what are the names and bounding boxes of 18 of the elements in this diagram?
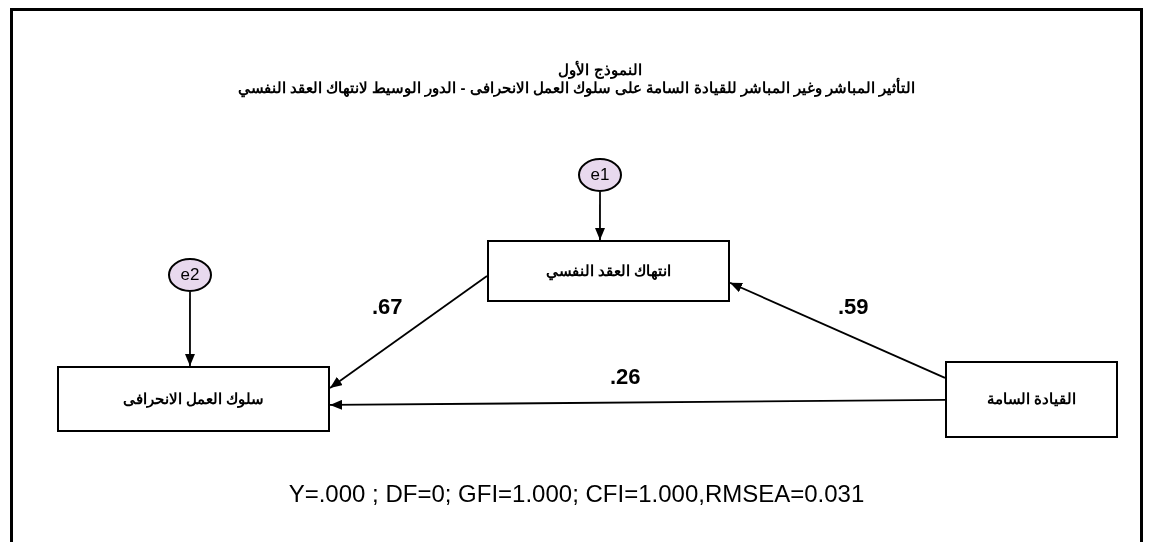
path-coefficient: .67 [372,296,403,318]
fit-statistics: Y=.000 ; DF=0; GFI=1.000; CFI=1.000,RMSEA=0.031 [287,482,866,506]
variable-box [487,240,730,302]
variable-box [57,366,330,432]
node-label: انتهاك العقد النفسي [545,260,672,283]
path-coefficient: .26 [610,366,641,388]
arrow [595,191,605,241]
variable-box [945,361,1118,438]
node-label: القيادة السامة [986,389,1077,410]
arrow [329,399,946,410]
arrow [184,291,195,367]
arrow [329,275,488,389]
path-coefficient: .59 [838,296,869,318]
node-label: e1 [590,164,610,187]
node-label: سلوك العمل الانحرافى [122,388,265,410]
diagram-title: النموذج الأول [557,62,643,77]
arrow [729,281,946,379]
node-label: e2 [180,264,200,287]
